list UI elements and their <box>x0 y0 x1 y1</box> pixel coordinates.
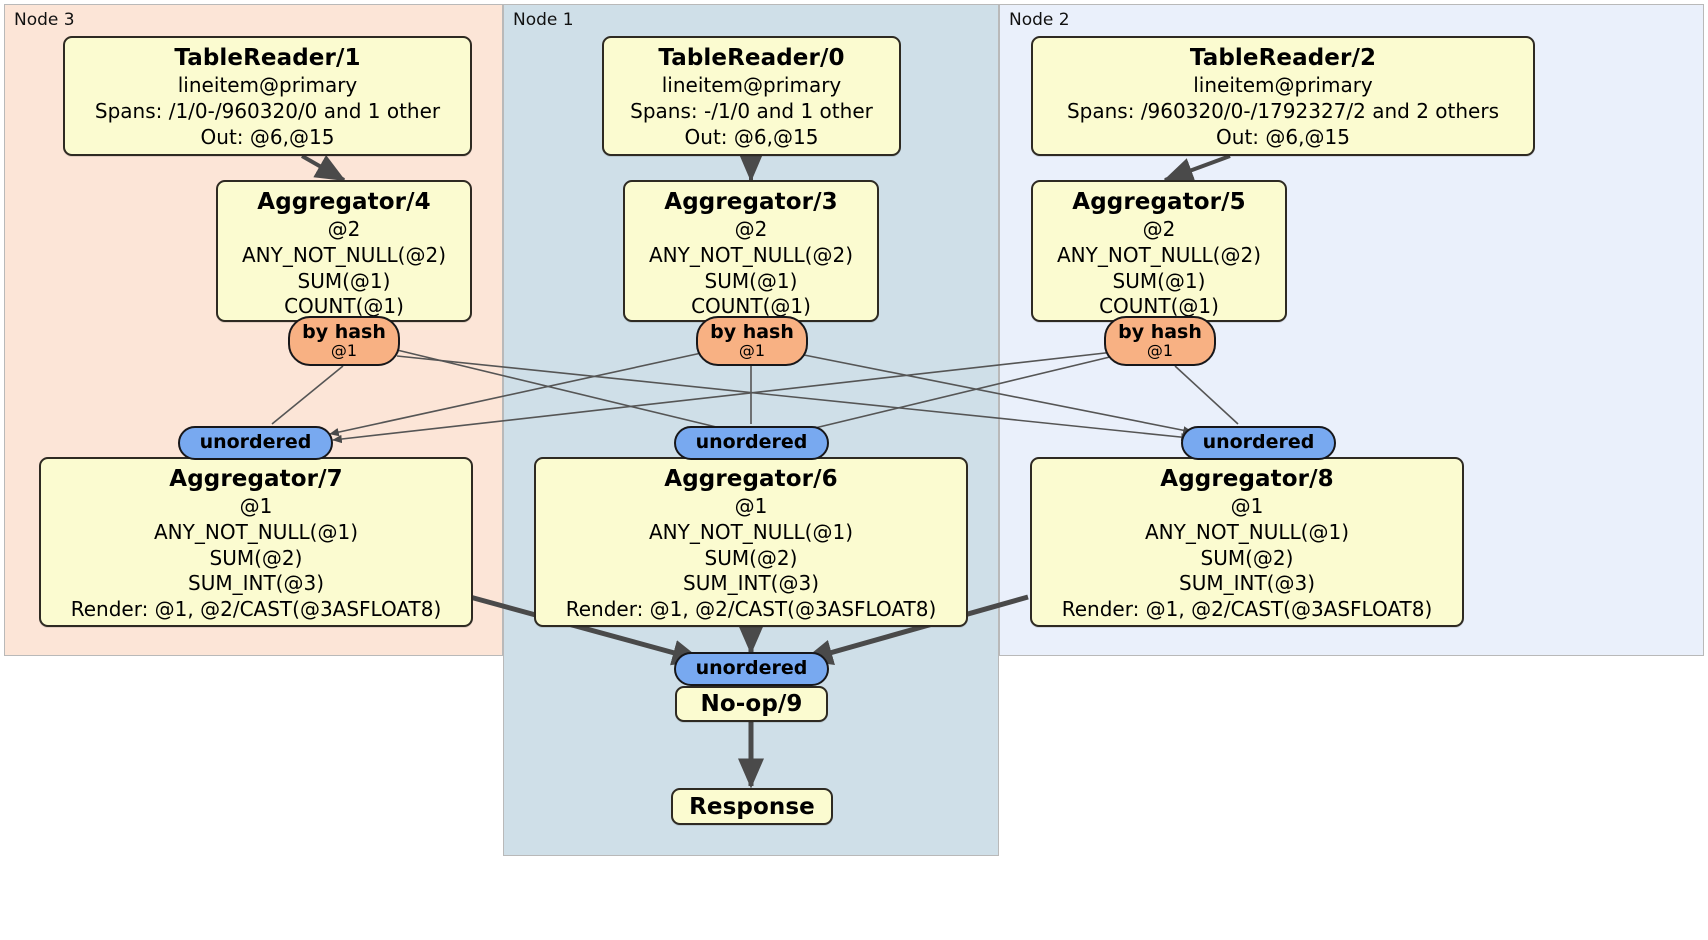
plan-node-line: SUM(@2) <box>704 545 798 570</box>
node-region-label-node1: Node 1 <box>513 10 574 30</box>
plan-node-title: No-op/9 <box>700 691 803 717</box>
plan-node-line: COUNT(@1) <box>691 294 811 319</box>
router-by-hash-center[interactable]: by hash @1 <box>696 316 808 366</box>
synchronizer-unordered-right[interactable]: unordered <box>1181 426 1336 460</box>
router-by-hash-right[interactable]: by hash @1 <box>1104 316 1216 366</box>
plan-node-line: lineitem@primary <box>1193 73 1373 98</box>
synchronizer-unordered-center[interactable]: unordered <box>674 426 829 460</box>
plan-node-line: ANY_NOT_NULL(@1) <box>1145 520 1349 545</box>
router-label: by hash <box>1118 320 1202 343</box>
plan-node-tablereader-1[interactable]: TableReader/1 lineitem@primary Spans: /1… <box>63 36 472 156</box>
plan-node-line: @1 <box>239 494 273 519</box>
plan-node-response[interactable]: Response <box>671 788 833 825</box>
synchronizer-unordered-left[interactable]: unordered <box>178 426 333 460</box>
router-label: by hash <box>302 320 386 343</box>
plan-node-aggregator-8[interactable]: Aggregator/8 @1 ANY_NOT_NULL(@1) SUM(@2)… <box>1030 457 1464 627</box>
plan-node-line: @2 <box>1142 217 1176 242</box>
plan-node-line: SUM(@1) <box>297 268 391 293</box>
plan-node-line: Spans: /960320/0-/1792327/2 and 2 others <box>1066 99 1499 124</box>
router-by-hash-left[interactable]: by hash @1 <box>288 316 400 366</box>
node-region-label-node3: Node 3 <box>14 10 75 30</box>
plan-node-noop-9[interactable]: No-op/9 <box>675 686 828 722</box>
plan-node-line: Render: @1, @2/CAST(@3ASFLOAT8) <box>565 596 937 621</box>
synchronizer-label: unordered <box>695 431 808 454</box>
plan-node-line: ANY_NOT_NULL(@2) <box>1057 243 1261 268</box>
router-label: by hash <box>710 320 794 343</box>
plan-node-title: Aggregator/4 <box>257 189 431 215</box>
plan-node-line: @1 <box>734 494 768 519</box>
node-region-label-node2: Node 2 <box>1009 10 1070 30</box>
plan-node-title: Aggregator/3 <box>664 189 838 215</box>
plan-node-line: Spans: /1/0-/960320/0 and 1 other <box>94 99 441 124</box>
plan-node-title: TableReader/0 <box>658 45 845 71</box>
plan-node-title: Aggregator/5 <box>1072 189 1246 215</box>
synchronizer-label: unordered <box>1202 431 1315 454</box>
plan-node-line: SUM(@2) <box>1200 545 1294 570</box>
plan-node-title: Aggregator/7 <box>169 466 343 492</box>
router-sublabel: @1 <box>738 341 766 361</box>
plan-node-line: ANY_NOT_NULL(@2) <box>242 243 446 268</box>
plan-node-line: @2 <box>734 217 768 242</box>
plan-node-line: Out: @6,@15 <box>684 124 819 149</box>
plan-node-line: SUM(@1) <box>704 268 798 293</box>
plan-node-aggregator-6[interactable]: Aggregator/6 @1 ANY_NOT_NULL(@1) SUM(@2)… <box>534 457 968 627</box>
plan-node-tablereader-0[interactable]: TableReader/0 lineitem@primary Spans: -/… <box>602 36 901 156</box>
router-sublabel: @1 <box>330 341 358 361</box>
plan-node-aggregator-3[interactable]: Aggregator/3 @2 ANY_NOT_NULL(@2) SUM(@1)… <box>623 180 879 322</box>
synchronizer-unordered-final[interactable]: unordered <box>674 652 829 686</box>
plan-node-title: TableReader/2 <box>1189 45 1377 71</box>
plan-node-line: COUNT(@1) <box>284 294 404 319</box>
plan-node-aggregator-4[interactable]: Aggregator/4 @2 ANY_NOT_NULL(@2) SUM(@1)… <box>216 180 472 322</box>
plan-node-tablereader-2[interactable]: TableReader/2 lineitem@primary Spans: /9… <box>1031 36 1535 156</box>
plan-node-line: ANY_NOT_NULL(@1) <box>154 520 358 545</box>
plan-node-line: SUM_INT(@3) <box>683 571 819 596</box>
plan-node-line: ANY_NOT_NULL(@1) <box>649 520 853 545</box>
router-sublabel: @1 <box>1146 341 1174 361</box>
plan-node-aggregator-5[interactable]: Aggregator/5 @2 ANY_NOT_NULL(@2) SUM(@1)… <box>1031 180 1287 322</box>
plan-node-line: SUM(@1) <box>1112 268 1206 293</box>
plan-node-line: lineitem@primary <box>177 73 358 98</box>
plan-node-title: Response <box>689 794 815 820</box>
plan-node-line: SUM_INT(@3) <box>1179 571 1315 596</box>
plan-node-line: Out: @6,@15 <box>200 124 335 149</box>
plan-node-title: TableReader/1 <box>174 45 361 71</box>
plan-node-title: Aggregator/8 <box>1160 466 1334 492</box>
plan-node-line: SUM(@2) <box>209 545 303 570</box>
plan-node-line: Render: @1, @2/CAST(@3ASFLOAT8) <box>1061 596 1433 621</box>
plan-node-line: lineitem@primary <box>661 73 842 98</box>
plan-node-line: ANY_NOT_NULL(@2) <box>649 243 853 268</box>
plan-node-line: SUM_INT(@3) <box>188 571 324 596</box>
synchronizer-label: unordered <box>695 657 808 680</box>
plan-node-line: @1 <box>1230 494 1264 519</box>
plan-node-line: @2 <box>327 217 361 242</box>
plan-node-aggregator-7[interactable]: Aggregator/7 @1 ANY_NOT_NULL(@1) SUM(@2)… <box>39 457 473 627</box>
plan-node-line: COUNT(@1) <box>1099 294 1219 319</box>
plan-node-line: Render: @1, @2/CAST(@3ASFLOAT8) <box>70 596 442 621</box>
synchronizer-label: unordered <box>199 431 312 454</box>
plan-node-title: Aggregator/6 <box>664 466 838 492</box>
plan-node-line: Spans: -/1/0 and 1 other <box>630 99 873 124</box>
plan-node-line: Out: @6,@15 <box>1216 124 1350 149</box>
